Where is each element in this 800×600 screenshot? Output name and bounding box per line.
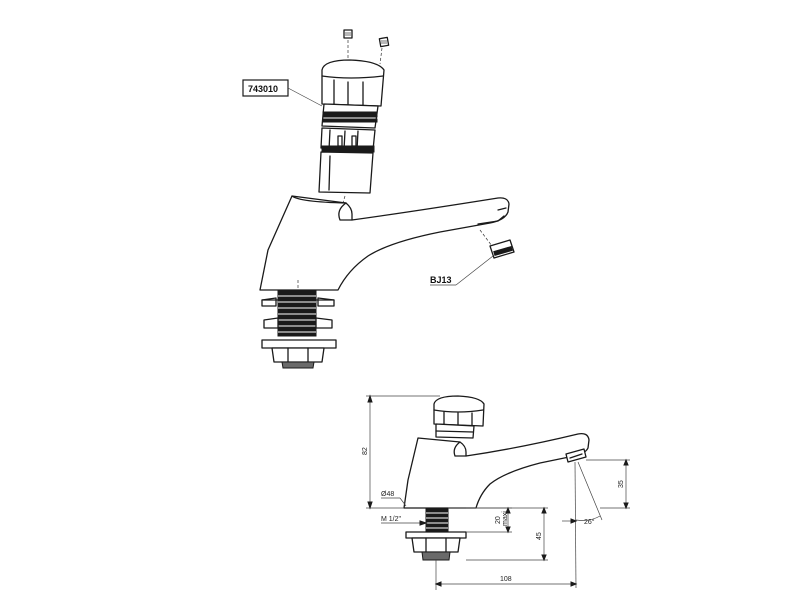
side-push-button <box>433 395 485 439</box>
dimensioned-view: 82 Ø48 M 1/2" 20 maxi <box>362 394 630 590</box>
exploded-view: 743010 BJ13 <box>242 29 515 369</box>
dim-35: 35 <box>586 458 630 510</box>
callout-743010: 743010 <box>242 79 323 107</box>
dim-108: 108 <box>434 560 578 590</box>
tap-body <box>259 195 510 291</box>
lock-nut <box>271 347 325 369</box>
dim-82: 82 <box>362 394 440 510</box>
side-shank <box>405 507 467 561</box>
washer-upper <box>261 297 335 307</box>
side-tap-body <box>403 432 590 509</box>
push-button-cap <box>321 59 385 107</box>
base-plate <box>261 339 337 349</box>
dim-thread-label: M 1/2" <box>381 516 402 523</box>
dim-thread: M 1/2" <box>381 516 428 526</box>
dim-angle: 26° <box>562 461 603 589</box>
screw-right <box>378 36 390 65</box>
dim-20-maxi: 20 maxi <box>448 506 512 534</box>
dim-diameter-label: Ø48 <box>381 491 394 498</box>
dim-82-label: 82 <box>362 447 369 455</box>
washer-lower <box>263 317 333 329</box>
callout-743010-label: 743010 <box>248 84 278 94</box>
threaded-shank <box>277 280 317 337</box>
dim-45-label: 45 <box>536 532 543 540</box>
dim-35-label: 35 <box>618 480 625 488</box>
cartridge <box>318 103 379 207</box>
dim-diameter: Ø48 <box>381 491 407 507</box>
callout-bj13-label: BJ13 <box>430 275 452 285</box>
dim-angle-label: 26° <box>584 518 595 526</box>
screw-left <box>343 29 353 58</box>
dim-45: 45 <box>466 506 548 562</box>
callout-bj13: BJ13 <box>430 255 494 286</box>
dim-20-label: 20 <box>495 516 502 524</box>
dim-108-label: 108 <box>500 576 512 583</box>
aerator <box>479 229 515 259</box>
dim-maxi-label: maxi <box>502 511 509 526</box>
